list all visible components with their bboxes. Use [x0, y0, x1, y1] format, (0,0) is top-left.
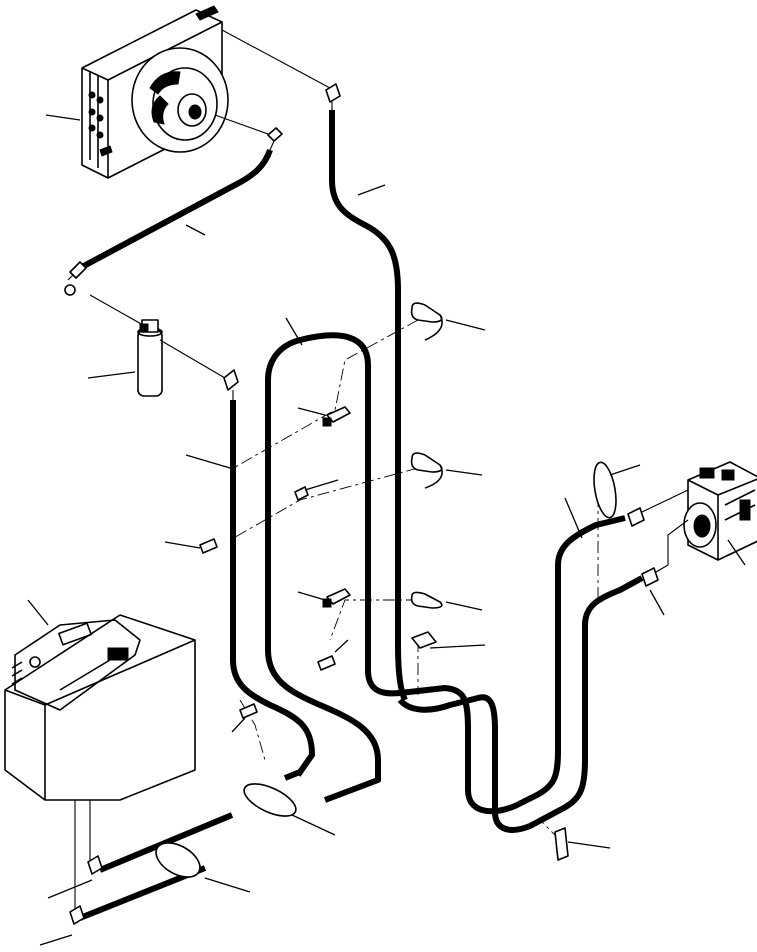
- receiver-drier-cylinder-icon: [137, 319, 163, 397]
- hose-clamp-icon: [410, 302, 443, 649]
- phantom-lines: [74, 29, 599, 910]
- hose-condenser-to-drier-hose: [64, 127, 283, 296]
- hose-condenser-discharge-hose: [325, 83, 408, 702]
- callout-leaders: [27, 114, 746, 946]
- hose-clip-icon: [199, 406, 569, 861]
- ac-compressor-icon: [683, 461, 757, 561]
- condenser-fan-unit-icon: [81, 5, 229, 179]
- hose-strap-icon: [155, 461, 617, 878]
- hose-suction-hose: [265, 332, 626, 815]
- hose-compressor-discharge-hose: [397, 489, 689, 833]
- evaporator-box-icon: [4, 614, 196, 801]
- hose-drier-to-evaporator-hose: [223, 369, 315, 777]
